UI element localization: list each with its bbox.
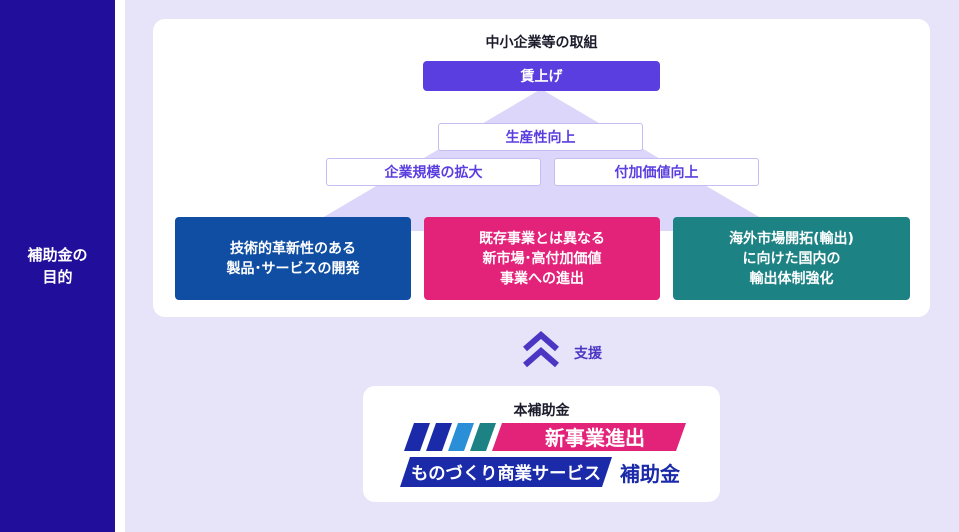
export-box: 海外市場開拓(輸出) に向けた国内の 輸出体制強化 (673, 217, 910, 300)
logo-line1: 新事業進出 (545, 426, 645, 450)
new-market-box: 既存事業とは異なる 新市場･高付加価値 事業への進出 (424, 217, 660, 300)
wage-increase-box: 賃上げ (423, 61, 660, 91)
subsidy-title: 本補助金 (513, 403, 570, 419)
sidebar-purpose: 補助金の 目的 (0, 0, 115, 532)
initiatives-title: 中小企業等の取組 (485, 35, 598, 51)
subsidy-logo: 新事業進出 ものづくり商業サービス 補助金 (400, 423, 686, 487)
logo-line2: ものづくり商業サービス (411, 463, 601, 484)
double-chevron-up-icon (523, 331, 559, 368)
value-added-box: 付加価値向上 (554, 158, 759, 186)
support-label: 支援 (574, 346, 602, 362)
productivity-box: 生産性向上 (438, 123, 643, 151)
scale-expansion-box: 企業規模の拡大 (326, 158, 541, 186)
innovation-box: 技術的革新性のある 製品･サービスの開発 (175, 217, 411, 300)
logo-suffix: 補助金 (619, 462, 681, 486)
pyramid-triangle (300, 89, 783, 231)
sidebar-label: 補助金の 目的 (27, 246, 88, 286)
